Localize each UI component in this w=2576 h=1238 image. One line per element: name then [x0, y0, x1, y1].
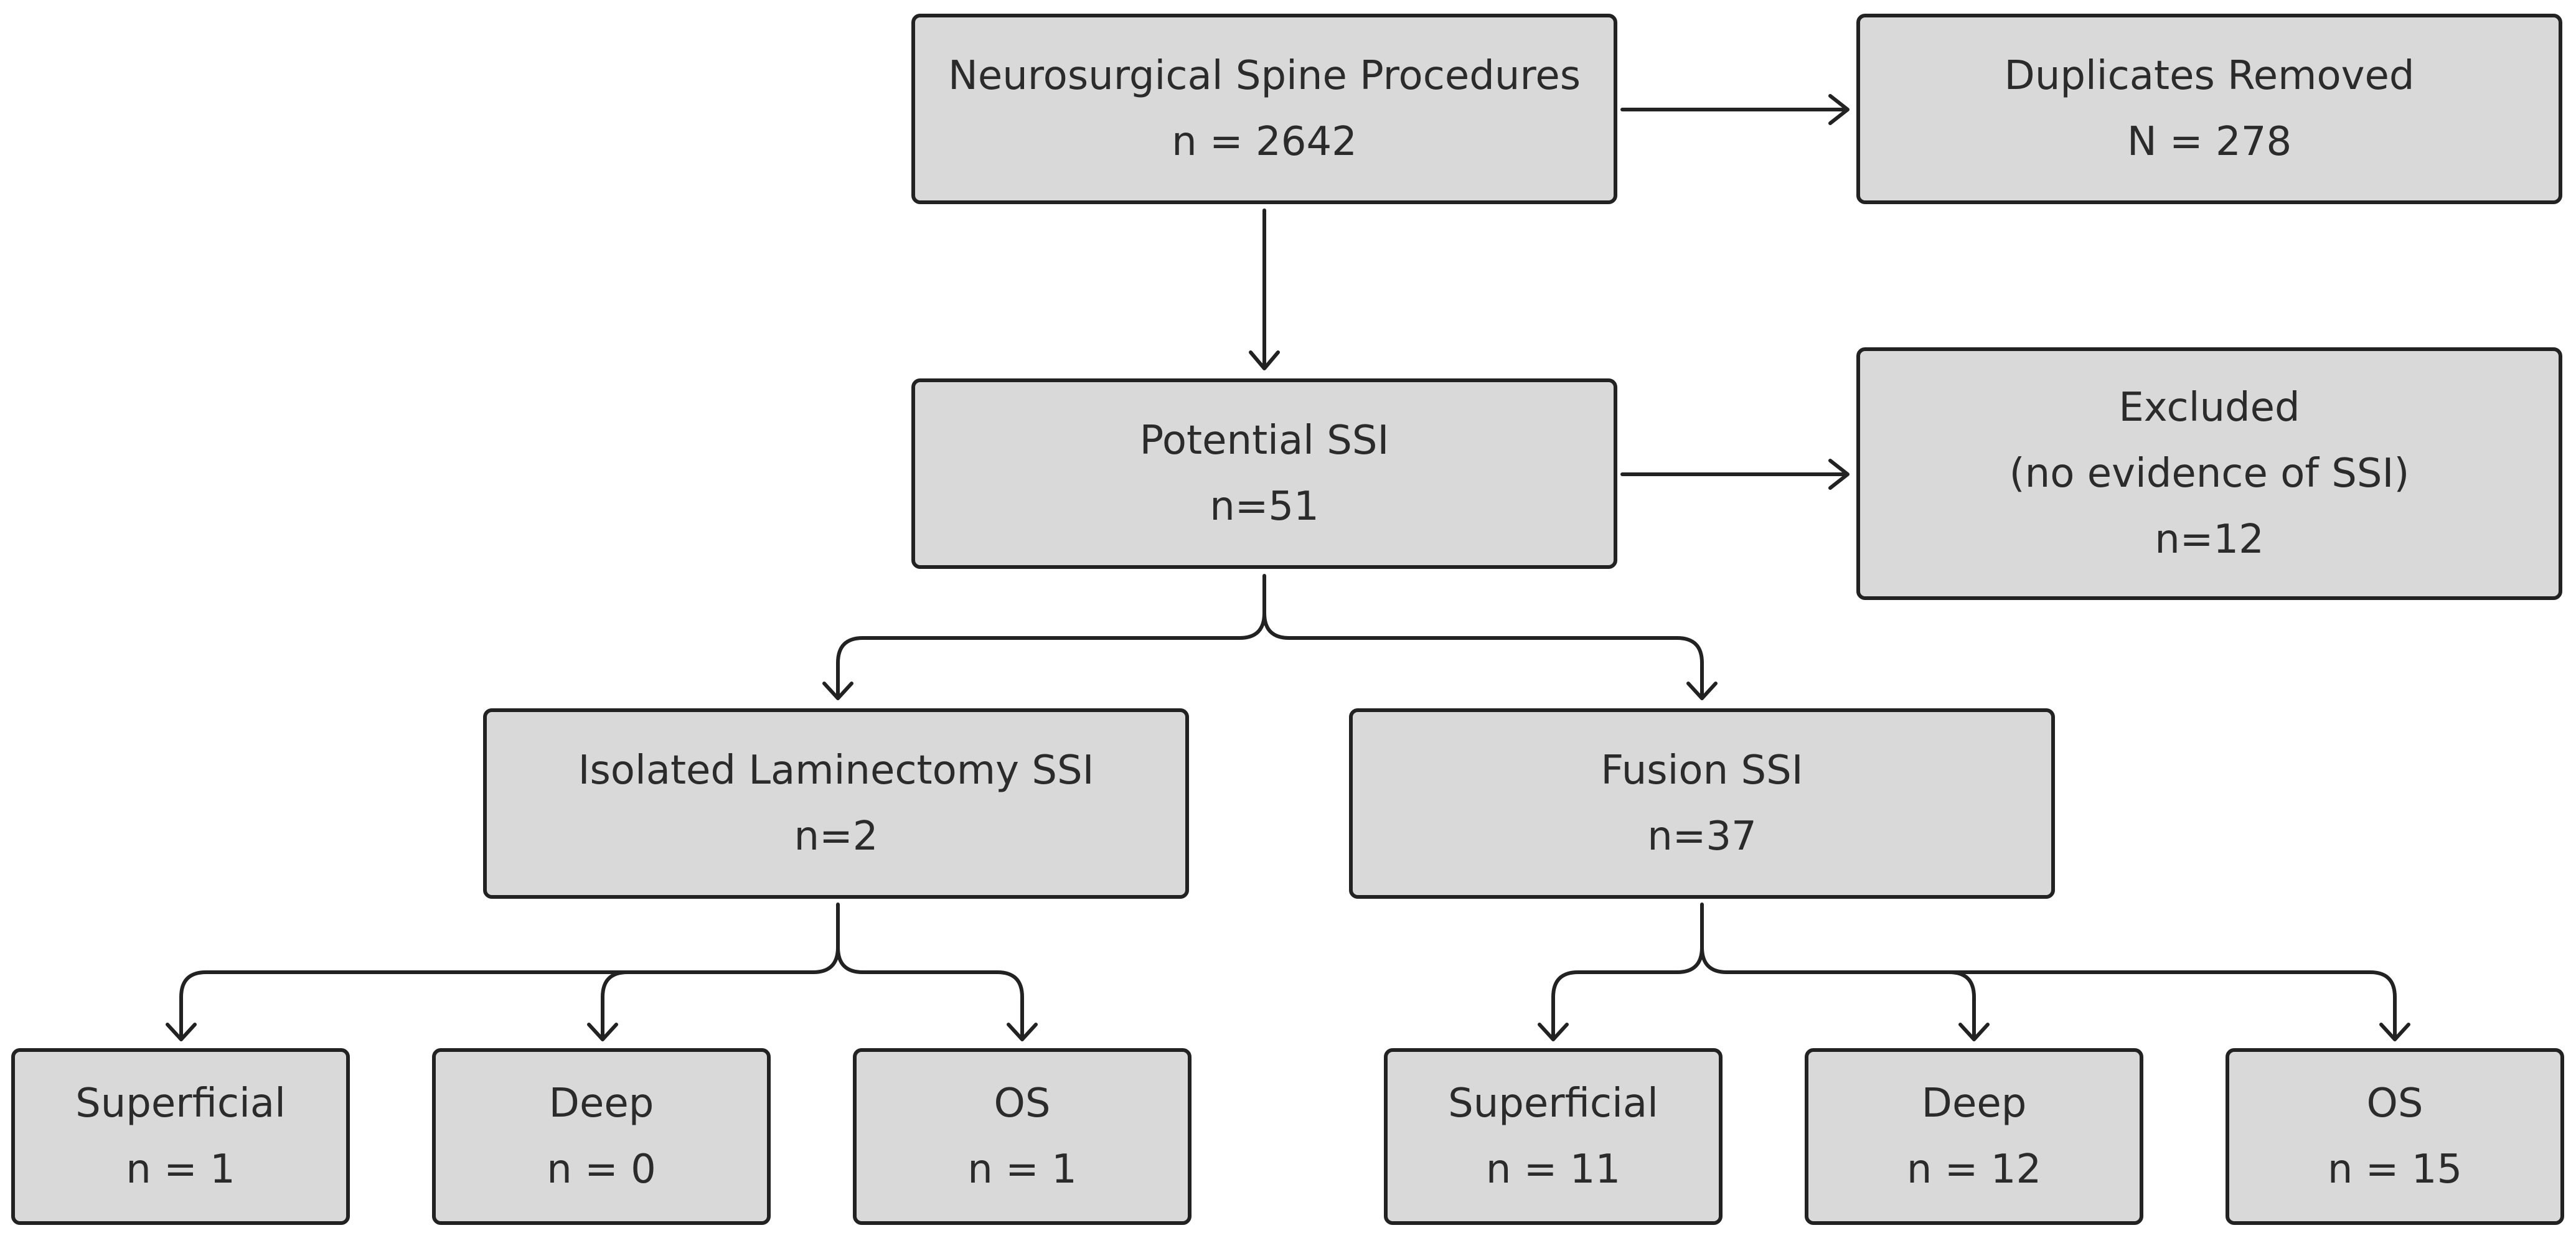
node-spine-procedures-count: n = 2642: [1172, 119, 1357, 165]
node-laminectomy-deep-count: n = 0: [547, 1147, 656, 1193]
arrowhead-potential-to-laminectomy: [822, 682, 853, 700]
arrowhead-potential-to-excluded: [1828, 459, 1850, 490]
node-excluded-label: Excluded: [2118, 385, 2300, 431]
node-spine-procedures-label: Neurosurgical Spine Procedures: [947, 53, 1581, 99]
brace-fusion-split-right: [1947, 970, 2397, 1040]
brace-laminectomy-split-right: [836, 945, 1024, 1040]
brace-laminectomy-split-mid: [601, 970, 629, 1040]
arrowhead-procedures-to-duplicates: [1828, 94, 1850, 125]
node-fusion-deep: Deep n = 12: [1805, 1048, 2143, 1225]
node-isolated-laminectomy-ssi: Isolated Laminectomy SSI n=2: [483, 708, 1189, 899]
node-isolated-laminectomy-ssi-count: n=2: [794, 814, 878, 860]
node-laminectomy-os-label: OS: [994, 1081, 1051, 1127]
node-laminectomy-os-count: n = 1: [967, 1147, 1077, 1193]
brace-laminectomy-split-left: [179, 903, 840, 1040]
node-fusion-ssi-count: n=37: [1647, 814, 1757, 860]
node-duplicates-removed: Duplicates Removed N = 278: [1856, 14, 2562, 204]
node-fusion-ssi: Fusion SSI n=37: [1349, 708, 2055, 899]
node-fusion-deep-label: Deep: [1921, 1081, 2027, 1127]
arrowhead-laminectomy-to-superficial: [166, 1023, 197, 1041]
arrowhead-laminectomy-to-deep: [587, 1023, 618, 1041]
node-laminectomy-superficial-label: Superficial: [75, 1081, 286, 1127]
arrowhead-potential-to-fusion: [1686, 682, 1718, 700]
brace-potential-split-right: [1262, 611, 1704, 699]
node-laminectomy-superficial: Superficial n = 1: [11, 1048, 350, 1225]
node-excluded: Excluded (no evidence of SSI) n=12: [1856, 347, 2562, 600]
node-fusion-superficial: Superficial n = 11: [1384, 1048, 1723, 1225]
brace-fusion-split-mid: [1700, 945, 1976, 1040]
node-isolated-laminectomy-ssi-label: Isolated Laminectomy SSI: [578, 748, 1094, 794]
node-excluded-count: n=12: [2155, 517, 2264, 563]
arrowhead-fusion-to-deep: [1958, 1023, 1990, 1041]
node-laminectomy-os: OS n = 1: [853, 1048, 1192, 1225]
arrowhead-laminectomy-to-os: [1007, 1023, 1038, 1041]
node-potential-ssi-label: Potential SSI: [1139, 418, 1389, 464]
brace-potential-split: [836, 574, 1266, 699]
node-fusion-os-count: n = 15: [2327, 1147, 2463, 1193]
node-fusion-os: OS n = 15: [2226, 1048, 2564, 1225]
node-fusion-deep-count: n = 12: [1906, 1147, 2042, 1193]
node-duplicates-removed-label: Duplicates Removed: [2004, 53, 2415, 99]
node-fusion-os-label: OS: [2366, 1081, 2423, 1127]
node-duplicates-removed-count: N = 278: [2127, 119, 2292, 165]
arrowhead-fusion-to-os: [2379, 1023, 2410, 1041]
node-potential-ssi-count: n=51: [1210, 484, 1319, 530]
node-laminectomy-superficial-count: n = 1: [126, 1147, 235, 1193]
node-spine-procedures: Neurosurgical Spine Procedures n = 2642: [911, 14, 1617, 204]
brace-fusion-split-left: [1551, 903, 1704, 1040]
node-laminectomy-deep-label: Deep: [548, 1081, 654, 1127]
node-fusion-superficial-label: Superficial: [1448, 1081, 1658, 1127]
node-fusion-superficial-count: n = 11: [1485, 1147, 1621, 1193]
node-fusion-ssi-label: Fusion SSI: [1601, 748, 1803, 794]
node-excluded-reason: (no evidence of SSI): [2009, 451, 2410, 497]
node-laminectomy-deep: Deep n = 0: [432, 1048, 771, 1225]
arrowhead-procedures-to-potential: [1249, 350, 1280, 370]
arrowhead-fusion-to-superficial: [1538, 1023, 1569, 1041]
node-potential-ssi: Potential SSI n=51: [911, 378, 1617, 569]
